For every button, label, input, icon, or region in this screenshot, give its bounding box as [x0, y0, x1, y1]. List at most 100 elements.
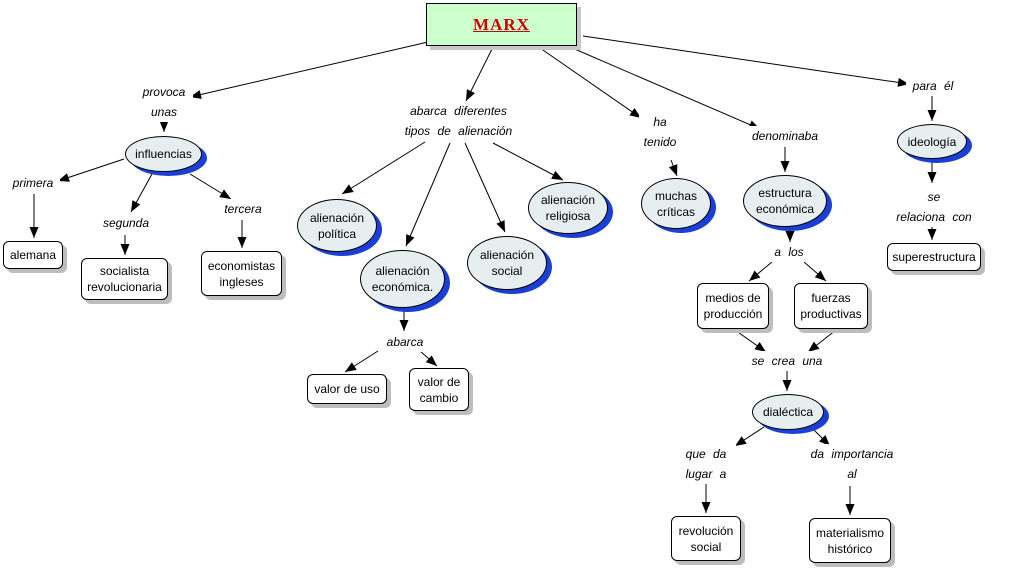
- link-se-relaciona-con: se relaciona con: [890, 187, 978, 227]
- arrowhead-icon: [219, 189, 231, 199]
- connector-line: [341, 141, 426, 195]
- link-label: al: [847, 467, 857, 481]
- link-label: tenido: [643, 135, 677, 149]
- connector-line: [464, 142, 506, 233]
- link-label: tercera: [224, 202, 262, 216]
- connector-line: [582, 35, 910, 85]
- arrowhead-icon: [814, 270, 826, 281]
- link-label: relaciona con: [896, 210, 972, 224]
- link-denominaba: denominaba: [747, 126, 823, 146]
- link-que-da-lugar-a: que da lugar a: [676, 444, 736, 484]
- arrowhead-icon: [927, 229, 937, 240]
- link-ha-tenido: ha tenido: [639, 112, 681, 152]
- node-influencias[interactable]: influencias: [125, 136, 202, 172]
- arrowhead-icon: [399, 320, 409, 331]
- link-da-importancia-al: da importancia al: [804, 444, 900, 484]
- arrowhead-icon: [159, 121, 169, 132]
- node-label: alienación económica.: [371, 264, 434, 294]
- link-label: abarca: [386, 335, 424, 349]
- arrowhead-icon: [58, 173, 70, 182]
- arrowhead-icon: [425, 355, 437, 366]
- node-label: estructura económica: [755, 186, 815, 216]
- node-label: dialéctica: [762, 405, 814, 419]
- node-valor-de-cambio[interactable]: valor de cambio: [409, 368, 469, 411]
- arrowhead-icon: [749, 270, 761, 281]
- arrowhead-icon: [782, 380, 792, 391]
- arrowhead-icon: [785, 231, 795, 242]
- link-label: da importancia: [810, 447, 894, 461]
- node-alienacion-religiosa[interactable]: alienación religiosa: [528, 182, 608, 234]
- node-alienacion-politica[interactable]: alienación política: [297, 199, 377, 252]
- node-alemana[interactable]: alemana: [3, 241, 63, 269]
- arrowhead-icon: [120, 244, 130, 255]
- arrowhead-icon: [819, 435, 830, 446]
- connector-line: [562, 43, 761, 130]
- link-label: se: [927, 190, 941, 204]
- link-label: para él: [912, 79, 954, 93]
- node-medios-de-produccion[interactable]: medios de producción: [697, 283, 769, 329]
- arrowhead-icon: [29, 227, 39, 238]
- arrowhead-icon: [345, 362, 357, 372]
- arrowhead-icon: [845, 504, 855, 515]
- node-label: influencias: [135, 147, 192, 161]
- arrowhead-icon: [927, 110, 937, 121]
- link-label: denominaba: [751, 129, 819, 143]
- arrowhead-icon: [808, 341, 820, 352]
- arrowhead-icon: [496, 220, 505, 232]
- link-provoca-unas: provoca unas: [135, 82, 193, 122]
- link-a-los: a los: [766, 242, 812, 262]
- node-label: valor de uso: [314, 382, 380, 396]
- link-se-crea-una: se crea una: [745, 351, 829, 371]
- node-label: valor de cambio: [417, 374, 461, 405]
- arrowhead-icon: [754, 341, 766, 352]
- connector-line: [492, 142, 564, 181]
- arrowhead-icon: [237, 237, 247, 248]
- node-alienacion-economica[interactable]: alienación económica.: [360, 250, 445, 308]
- node-marx[interactable]: MARX: [426, 3, 577, 46]
- link-label: segunda: [102, 216, 150, 230]
- arrowhead-icon: [668, 164, 678, 176]
- arrowhead-icon: [927, 172, 937, 183]
- node-label: alienación social: [479, 248, 535, 278]
- link-label: se crea una: [751, 354, 823, 368]
- link-para-el: para él: [906, 76, 960, 96]
- link-primera: primera: [6, 173, 60, 193]
- node-label: alienación religiosa: [540, 193, 596, 223]
- node-label: muchas críticas: [654, 188, 698, 219]
- node-muchas-criticas[interactable]: muchas críticas: [641, 178, 711, 229]
- link-label: provoca: [142, 85, 186, 99]
- node-alienacion-social[interactable]: alienación social: [467, 236, 547, 290]
- node-socialista-revolucionaria[interactable]: socialista revolucionaria: [81, 258, 168, 300]
- node-estructura-economica[interactable]: estructura económica: [743, 175, 827, 227]
- node-label: medios de producción: [703, 291, 763, 321]
- arrowhead-icon: [131, 200, 141, 212]
- node-label: alemana: [9, 248, 57, 262]
- node-fuerzas-productivas[interactable]: fuerzas productivas: [794, 283, 868, 329]
- node-label: ideología: [907, 134, 957, 149]
- node-label: economistas ingleses: [207, 258, 276, 289]
- link-label: primera: [12, 176, 54, 190]
- node-label: fuerzas productivas: [800, 291, 862, 321]
- node-revolucion-social[interactable]: revolución social: [671, 516, 741, 561]
- link-tercera: tercera: [217, 199, 269, 219]
- link-segunda: segunda: [98, 213, 154, 233]
- node-superestructura[interactable]: superestructura: [887, 243, 981, 271]
- arrowhead-icon: [551, 170, 563, 180]
- node-economistas-ingleses[interactable]: economistas ingleses: [201, 251, 282, 296]
- arrowhead-icon: [629, 108, 641, 118]
- arrowhead-icon: [466, 89, 475, 101]
- link-label: abarca diferentes: [410, 104, 507, 118]
- connector-line: [539, 47, 642, 119]
- node-valor-de-uso[interactable]: valor de uso: [307, 374, 387, 404]
- node-label: socialista revolucionaria: [87, 264, 162, 294]
- link-label: que da: [685, 447, 727, 461]
- node-label: revolución social: [678, 523, 734, 554]
- node-label: alienación política: [309, 210, 365, 241]
- link-abarca: abarca: [380, 332, 430, 352]
- link-label: a los: [774, 245, 804, 259]
- node-ideologia[interactable]: ideología: [897, 124, 967, 159]
- node-materialismo-historico[interactable]: materialismo histórico: [809, 518, 891, 563]
- node-dialectica[interactable]: dialéctica: [752, 394, 824, 430]
- connector-line: [57, 158, 125, 182]
